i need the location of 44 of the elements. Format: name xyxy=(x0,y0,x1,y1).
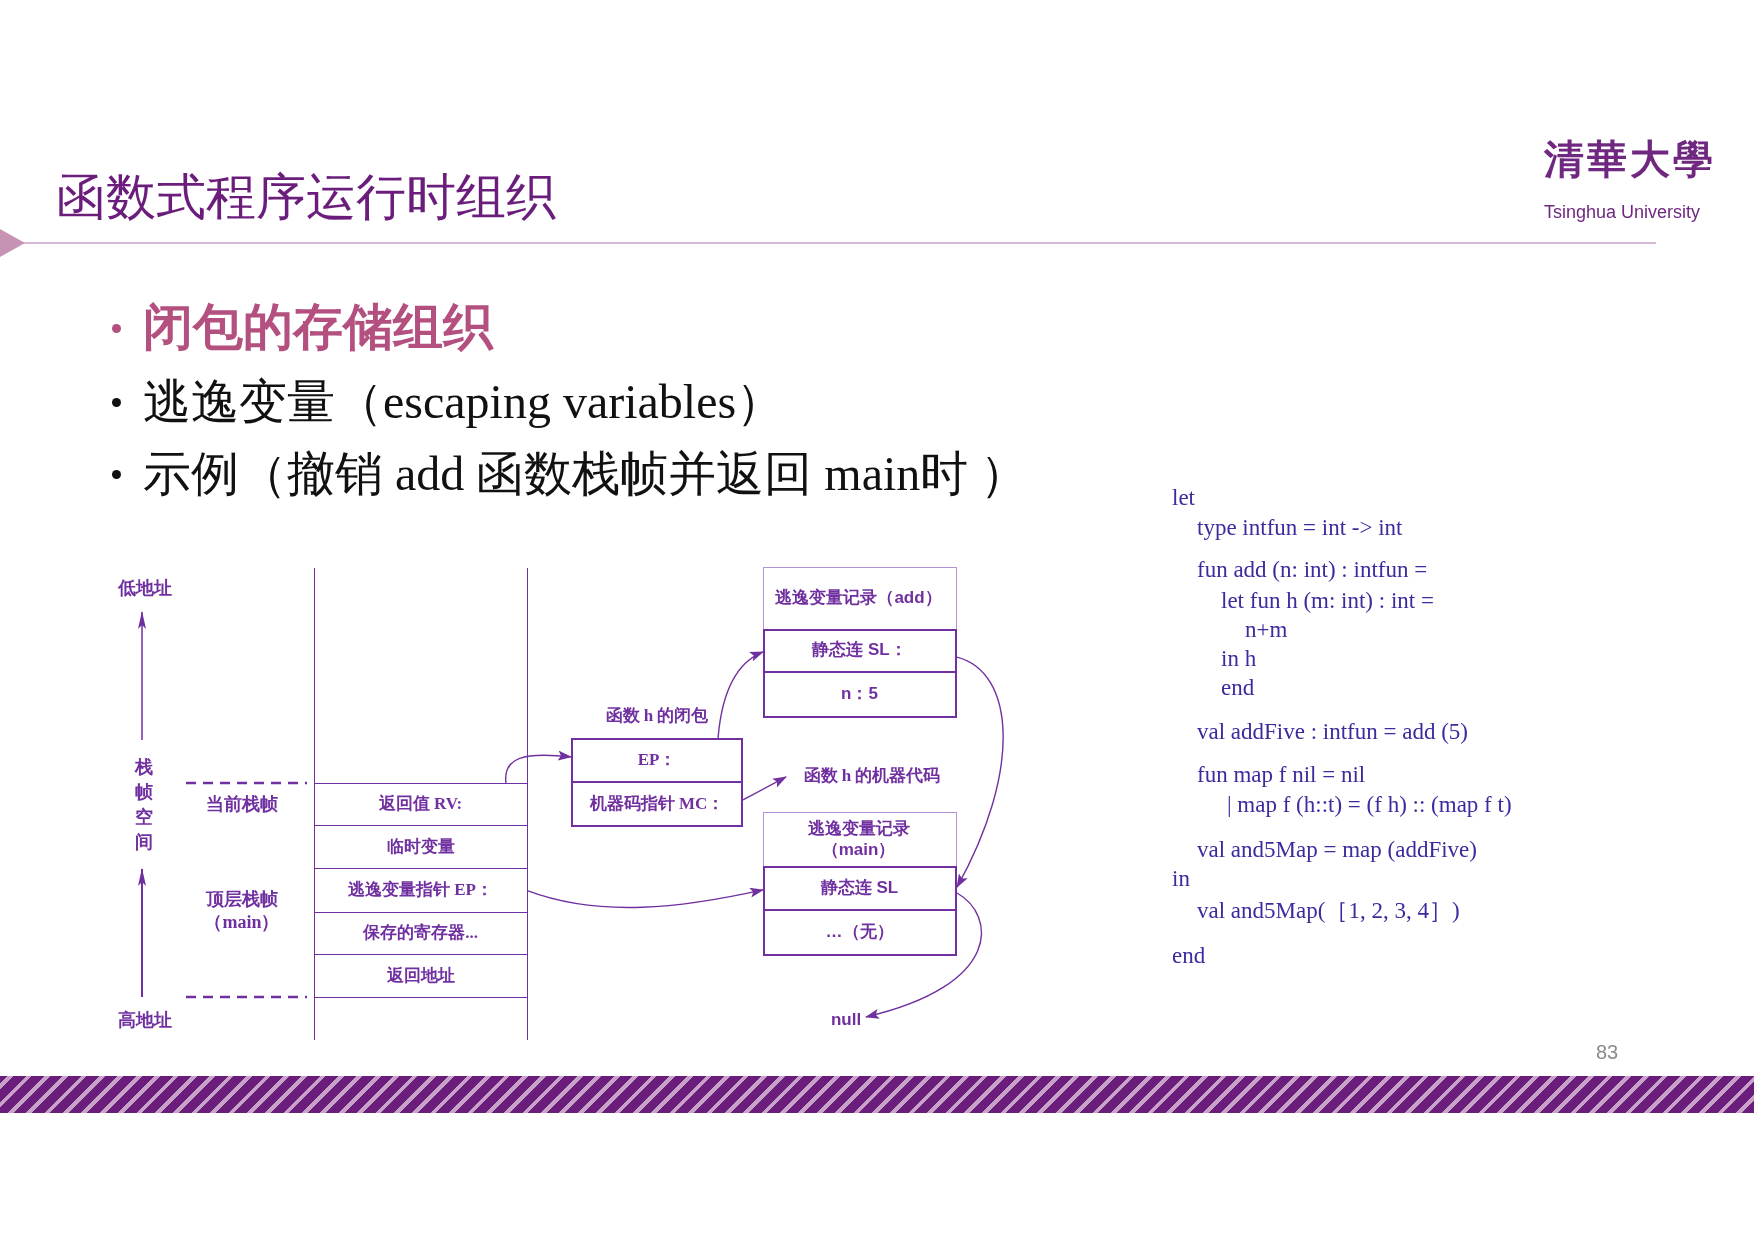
address-label: 高地址 xyxy=(118,1009,172,1031)
code-line: type intfun = int -> int xyxy=(1197,514,1403,542)
slide-title: 函数式程序运行时组织 xyxy=(56,169,556,227)
escape-record-box xyxy=(763,812,957,956)
code-line: fun map f nil = nil xyxy=(1197,761,1366,789)
record-field: n：5 xyxy=(762,670,957,718)
frame-label: 顶层栈帧（main） xyxy=(203,887,281,934)
code-line: let xyxy=(1172,484,1195,512)
arrow xyxy=(956,656,1004,889)
code-line: val and5Map(［1, 2, 3, 4］) xyxy=(1197,897,1460,925)
university-name: 清華大學 xyxy=(1544,137,1716,183)
null-label: null xyxy=(826,1009,866,1031)
closure-heading: 函数 h 的闭包 xyxy=(605,705,709,727)
arrow xyxy=(527,887,764,909)
code-line: in xyxy=(1172,865,1190,893)
code-line: val and5Map = map (addFive) xyxy=(1197,836,1477,864)
code-line: n+m xyxy=(1245,616,1288,644)
arrow xyxy=(505,750,572,784)
arrow xyxy=(742,776,787,801)
record-heading: 逃逸变量记录（add） xyxy=(775,586,942,609)
record-field: 静态连 SL xyxy=(762,865,957,911)
record-field: 静态连 SL： xyxy=(762,628,957,673)
code-line: end xyxy=(1172,942,1206,970)
stack-column xyxy=(314,568,528,1040)
frame-label: 当前栈帧 xyxy=(206,793,278,815)
code-line: | map f (h::t) = (f h) :: (map f t) xyxy=(1227,791,1512,819)
code-line: val addFive : intfun = add (5) xyxy=(1197,718,1469,746)
bullet-text: 闭包的存储组织 xyxy=(143,299,493,357)
page-number: 83 xyxy=(1595,1040,1619,1064)
university-name: Tsinghua University xyxy=(1544,201,1701,223)
record-field: …（无） xyxy=(762,908,957,956)
arrow xyxy=(865,892,982,1019)
bullet-text: 逃逸变量（escaping variables） xyxy=(143,374,785,430)
code-line: fun add (n: int) : intfun = xyxy=(1197,556,1428,584)
record-heading: 逃逸变量记录（main） xyxy=(806,817,911,860)
vertical-label: 栈帧空间 xyxy=(134,756,154,854)
address-label: 低地址 xyxy=(118,577,172,599)
escape-record-box xyxy=(763,567,957,718)
code-line: in h xyxy=(1221,645,1257,673)
arrow xyxy=(717,651,764,739)
code-line: end xyxy=(1221,674,1255,702)
code-line: let fun h (m: int) : int = xyxy=(1221,587,1434,615)
bullet-text: 示例（撤销 add 函数栈帧并返回 main时 ） xyxy=(143,446,1029,502)
target-label: 函数 h 的机器代码 xyxy=(786,764,958,788)
